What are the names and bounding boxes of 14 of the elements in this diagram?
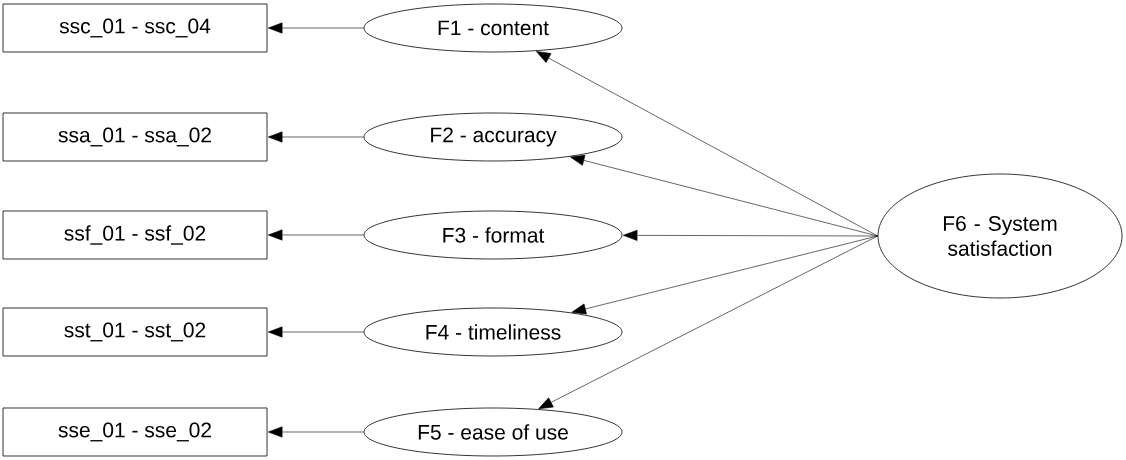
arrow xyxy=(538,235,878,409)
indicator-box: ssa_01 - ssa_02 xyxy=(2,112,268,162)
arrow xyxy=(268,426,364,438)
arrow xyxy=(571,235,878,315)
arrow xyxy=(268,22,364,34)
arrow xyxy=(268,229,364,241)
arrow xyxy=(622,229,878,241)
indicator-box: ssc_01 - ssc_04 xyxy=(2,3,268,53)
arrow xyxy=(268,131,364,143)
arrow xyxy=(536,51,878,237)
indicator-box: sst_01 - sst_02 xyxy=(2,307,268,357)
indicator-box: ssf_01 - ssf_02 xyxy=(2,210,268,260)
indicator-box: sse_01 - sse_02 xyxy=(2,407,268,457)
arrow xyxy=(268,326,364,338)
